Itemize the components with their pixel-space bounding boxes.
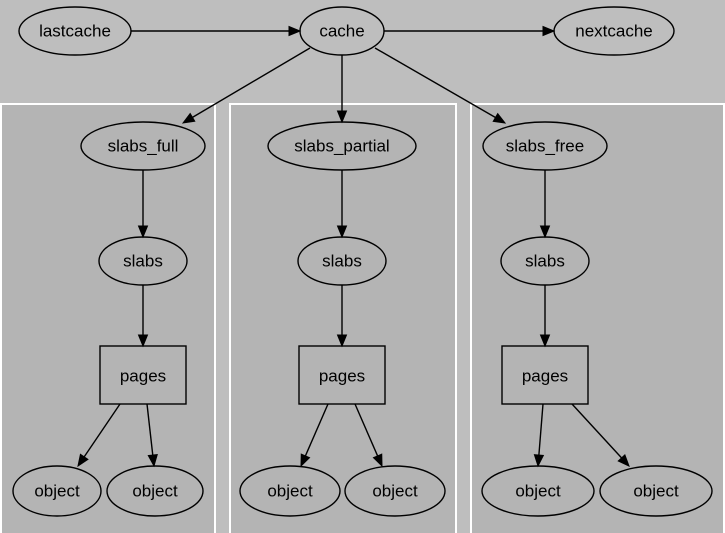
node-label: slabs_full <box>108 137 179 156</box>
node-label: pages <box>319 367 365 386</box>
node-slabs-free: slabs_free <box>482 121 608 171</box>
arrowhead <box>77 453 89 468</box>
edge-slabs_free-to-slabs_c <box>539 170 551 239</box>
node-object-a1: object <box>12 465 102 517</box>
arrowhead <box>336 334 348 348</box>
node-label: slabs_free <box>506 137 584 156</box>
arrowhead <box>137 225 149 239</box>
arrowhead <box>617 453 630 467</box>
node-label: cache <box>319 22 364 41</box>
edge-lastcache-to-cache <box>131 25 302 37</box>
edge-pages_c-to-object_c2 <box>571 403 630 467</box>
edges <box>77 25 630 468</box>
node-label: pages <box>120 367 166 386</box>
arrowhead <box>336 225 348 239</box>
node-label: object <box>515 482 561 501</box>
arrowhead <box>336 110 348 124</box>
node-label: slabs <box>322 252 362 271</box>
node-object-b1: object <box>239 465 341 517</box>
node-label: slabs <box>123 252 163 271</box>
cluster-slabs-free <box>470 103 725 533</box>
arrowhead <box>492 112 507 124</box>
edge-cache-to-slabs_free <box>374 47 507 124</box>
cluster-slabs-full <box>0 103 216 533</box>
node-slabs-b: slabs <box>297 236 387 286</box>
node-slabs-a: slabs <box>98 236 188 286</box>
node-object-a2: object <box>106 465 204 517</box>
node-label: object <box>633 482 679 501</box>
node-label: object <box>34 482 80 501</box>
cluster-slabs-partial <box>229 103 457 533</box>
node-label: pages <box>522 367 568 386</box>
arrowhead <box>288 25 302 37</box>
arrowhead <box>300 453 311 468</box>
edge-pages_a-to-object_a2 <box>146 403 158 468</box>
edge-slabs_c-to-pages_c <box>539 285 551 348</box>
edge-cache-to-nextcache <box>384 25 556 37</box>
edge-pages_b-to-object_b2 <box>354 403 383 468</box>
arrowhead <box>539 334 551 348</box>
node-lastcache: lastcache <box>18 6 132 56</box>
edge-pages_b-to-object_b1 <box>300 403 329 468</box>
edge-pages_a-to-object_a1 <box>77 403 121 468</box>
arrowhead <box>147 453 158 468</box>
node-slabs-partial: slabs_partial <box>267 121 417 171</box>
node-pages-a: pages <box>99 345 187 405</box>
node-cache: cache <box>299 6 385 56</box>
node-label: lastcache <box>39 22 111 41</box>
edge-slabs_full-to-slabs_a <box>137 170 149 239</box>
node-pages-c: pages <box>501 345 589 405</box>
node-nextcache: nextcache <box>553 6 675 56</box>
node-label: object <box>372 482 418 501</box>
edge-cache-to-slabs_partial <box>336 55 348 124</box>
arrowhead <box>181 112 196 124</box>
edge-slabs_partial-to-slabs_b <box>336 170 348 239</box>
node-label: slabs_partial <box>294 137 389 156</box>
arrowhead <box>372 453 383 468</box>
edge-pages_c-to-object_c1 <box>533 403 545 468</box>
arrowhead <box>137 334 149 348</box>
edge-slabs_a-to-pages_a <box>137 285 149 348</box>
node-slabs-full: slabs_full <box>80 121 206 171</box>
node-pages-b: pages <box>298 345 386 405</box>
edge-slabs_b-to-pages_b <box>336 285 348 348</box>
node-label: slabs <box>525 252 565 271</box>
node-label: nextcache <box>575 22 653 41</box>
arrowhead <box>533 454 545 468</box>
node-slabs-c: slabs <box>500 236 590 286</box>
node-label: object <box>132 482 178 501</box>
node-object-b2: object <box>344 465 446 517</box>
node-object-c1: object <box>481 465 595 517</box>
edge-cache-to-slabs_full <box>181 47 311 124</box>
node-object-c2: object <box>599 465 713 517</box>
node-label: object <box>267 482 313 501</box>
arrowhead <box>539 225 551 239</box>
arrowhead <box>542 25 556 37</box>
